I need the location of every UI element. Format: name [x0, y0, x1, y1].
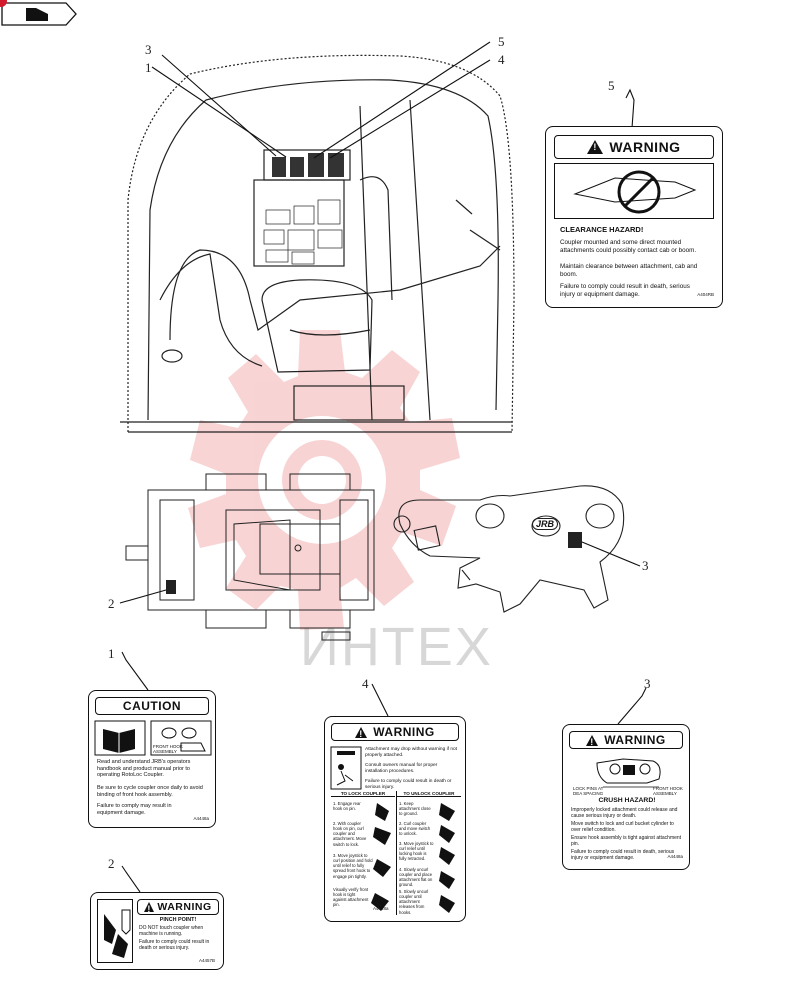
- decal-2-header: WARNING: [137, 899, 219, 915]
- coupler-logo: JRB: [532, 518, 559, 530]
- decal-5-title: CLEARANCE HAZARD!: [560, 225, 644, 234]
- decal-1-header: CAUTION: [95, 697, 209, 715]
- callout-decal-2: 2: [108, 856, 115, 871]
- callout-cab-5: 5: [498, 34, 505, 49]
- decal-3-code: A4448a: [667, 854, 683, 859]
- decal-2-line-1: DO NOT touch coupler when machine is run…: [139, 925, 204, 938]
- decal-3-line-3: Ensure hook assembly is tight against at…: [571, 835, 682, 848]
- decal-4-intro-3: Failure to comply could result in death …: [365, 779, 452, 790]
- callout-cab-3: 3: [145, 42, 152, 57]
- decal-4-unlock-step-2: 2. Curl coupler and move switch to unloc…: [399, 821, 431, 837]
- decal-crush-hazard: WARNING LOCK PINS AT DEA SPACING FRONT H…: [562, 724, 690, 870]
- nav-tab-shape: [1, 2, 77, 26]
- decal-4-lock-step-3: 3. Move joystick to curl position and ho…: [333, 853, 373, 879]
- decal-4-unlock-title: TO UNLOCK COUPLER: [397, 791, 461, 797]
- nav-indicator-icon: [0, 0, 7, 7]
- pinch-hand-icon: [104, 909, 131, 958]
- decal-2-code: A4457B: [198, 958, 215, 963]
- decal-5-pictogram: [554, 163, 714, 219]
- decal-4-code: A4448a: [373, 906, 389, 911]
- decal-coupler-operation: WARNING Attachment may drop without warn…: [324, 716, 466, 922]
- decal-3-fig-label-2: FRONT HOOK ASSEMBLY: [653, 786, 683, 796]
- decal-caution: CAUTION FRONT HOOK ASSEMBLY Read and und…: [88, 690, 216, 828]
- callout-decal-5: 5: [608, 78, 615, 93]
- nav-tab[interactable]: [0, 0, 78, 28]
- decal-clearance-hazard: WARNING CLEARANCE HAZARD! Coupler mounte…: [545, 126, 723, 308]
- decal-4-step-figures: [371, 803, 455, 913]
- no-contact-icon: [573, 170, 697, 214]
- watermark-text: ИНТЕХ: [300, 617, 493, 677]
- decal-4-header: WARNING: [331, 723, 459, 741]
- decal-1-code: A4448a: [193, 816, 209, 821]
- decal-4-lock-step-2: 2. With coupler hook on pin, curl couple…: [333, 821, 367, 847]
- decal-4-lock-title: TO LOCK COUPLER: [331, 791, 395, 797]
- callout-decal-3: 3: [644, 676, 651, 691]
- decal-4-lock-step-1: 1. Engage rear hook on pin.: [333, 801, 361, 812]
- decal-3-line-4: Failure to comply could result in death,…: [571, 849, 675, 862]
- decal-3-line-2: Move switch to lock and curl bucket cyli…: [571, 821, 674, 834]
- decal-4-unlock-step-5: 5. Slowly uncurl coupler until attachmen…: [399, 889, 429, 915]
- decal-3-header: WARNING: [569, 731, 683, 749]
- decal-4-intro-2: Consult owners manual for proper install…: [365, 763, 438, 774]
- decal-3-line-1: Improperly locked attachment could relea…: [571, 807, 678, 820]
- decal-4-falling-icon: [330, 746, 362, 790]
- decal-3-title: CRUSH HAZARD!: [598, 797, 656, 804]
- decal-1-pictograms: [94, 720, 212, 756]
- decal-2-pictogram: [97, 899, 133, 963]
- warning-triangle-icon: [586, 734, 599, 747]
- decal-5-code: A404RB: [697, 292, 714, 297]
- decal-4-lock-step-4: Visually verify front hook is tight agai…: [333, 887, 369, 908]
- decal-5-line-1: Coupler mounted and some direct mounted …: [560, 239, 697, 254]
- decal-1-fig-label: FRONT HOOK ASSEMBLY: [153, 744, 183, 754]
- callout-decal-4: 4: [362, 676, 369, 691]
- warning-triangle-icon: [587, 140, 604, 154]
- decal-4-unlock-step-4: 4. Slowly uncurl coupler and place attac…: [399, 867, 433, 888]
- callout-cab-4: 4: [498, 52, 505, 67]
- decal-1-line-3: Failure to comply may result in equipmen…: [97, 803, 172, 816]
- callout-hitch-2: 2: [108, 596, 115, 611]
- decal-3-fig-label-1: LOCK PINS AT DEA SPACING: [573, 786, 604, 796]
- callout-hitch-3: 3: [642, 558, 649, 573]
- decal-5-line-3: Failure to comply could result in death,…: [560, 283, 690, 298]
- decal-5-line-2: Maintain clearance between attachment, c…: [560, 263, 698, 278]
- callout-cab-1: 1: [145, 60, 152, 75]
- decal-4-unlock-step-3: 3. Move joystick to curl relief until lo…: [399, 841, 434, 862]
- decal-1-line-1: Read and understand JRB's operators hand…: [97, 759, 191, 779]
- decal-1-line-2: Be sure to cycle coupler once daily to a…: [97, 785, 203, 798]
- decal-4-intro-1: Attachment may drop without warning if n…: [365, 747, 457, 758]
- callout-decal-1: 1: [108, 646, 115, 661]
- decal-pinch-point: WARNING PINCH POINT! DO NOT touch couple…: [90, 892, 224, 970]
- decal-5-header: WARNING: [554, 135, 714, 159]
- warning-triangle-icon: [144, 902, 155, 914]
- decal-2-title: PINCH POINT!: [159, 917, 197, 923]
- decal-2-line-2: Failure to comply could result in death …: [139, 939, 210, 952]
- warning-triangle-icon: [355, 726, 368, 739]
- decal-3-coupler-figure: [596, 758, 661, 788]
- decal-4-unlock-step-1: 1. Keep attachment close to ground.: [399, 801, 431, 817]
